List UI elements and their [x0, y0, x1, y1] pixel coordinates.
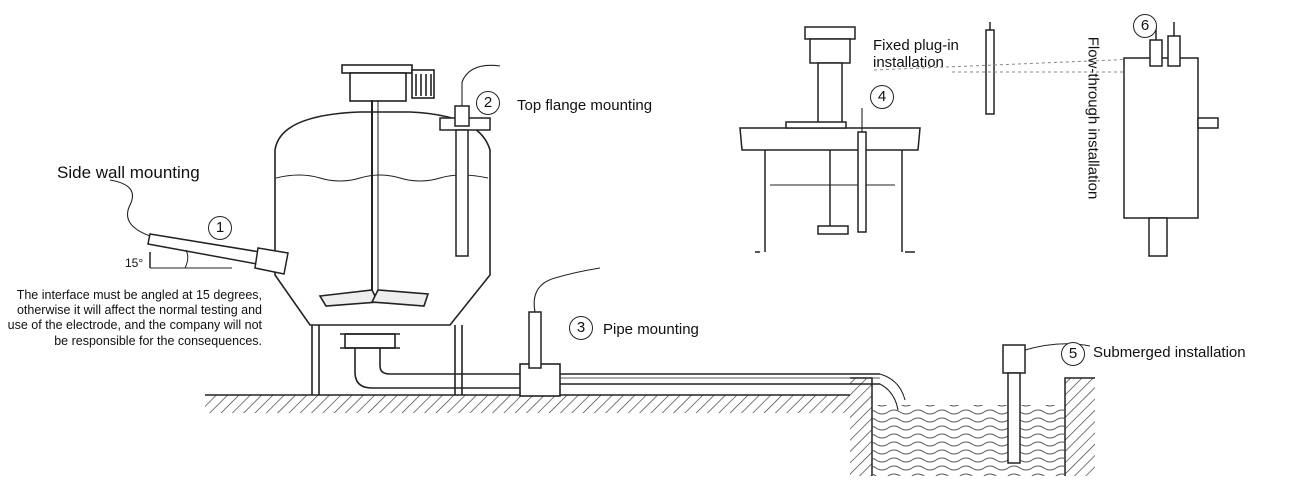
marker-5: 5: [1061, 342, 1085, 366]
pipe-mounting-label: Pipe mounting: [603, 321, 699, 338]
top-flange-label: Top flange mounting: [517, 97, 653, 114]
angle-warning-note: The interface must be angled at 15 degre…: [7, 288, 262, 348]
marker-4: 4: [870, 85, 894, 109]
marker-1: 1: [208, 216, 232, 240]
marker-3: 3: [569, 316, 593, 340]
fixed-plugin-label-line1: Fixed plug-in: [873, 37, 959, 54]
pipe-electrode: [528, 267, 601, 369]
submerged-label: Submerged installation: [1093, 344, 1246, 361]
flow-through-label: Flow-through installation: [1084, 36, 1102, 200]
marker-6: 6: [1133, 14, 1157, 38]
submerged-electrode: [1002, 343, 1091, 464]
angle-arc: [184, 249, 189, 269]
loose-electrode: [985, 22, 995, 115]
flow-through-cell: [1123, 22, 1219, 257]
bioreactor: [739, 26, 921, 253]
pool-water: [872, 405, 1065, 476]
marker-2: 2: [476, 91, 500, 115]
side-wall-label: Side wall mounting: [57, 163, 200, 182]
side-wall-electrode: [109, 179, 289, 275]
tank: [274, 64, 906, 411]
angle-label: 15°: [125, 256, 144, 270]
fixed-plugin-label-line2: installation: [873, 54, 944, 71]
top-flange-electrode: [439, 64, 501, 257]
